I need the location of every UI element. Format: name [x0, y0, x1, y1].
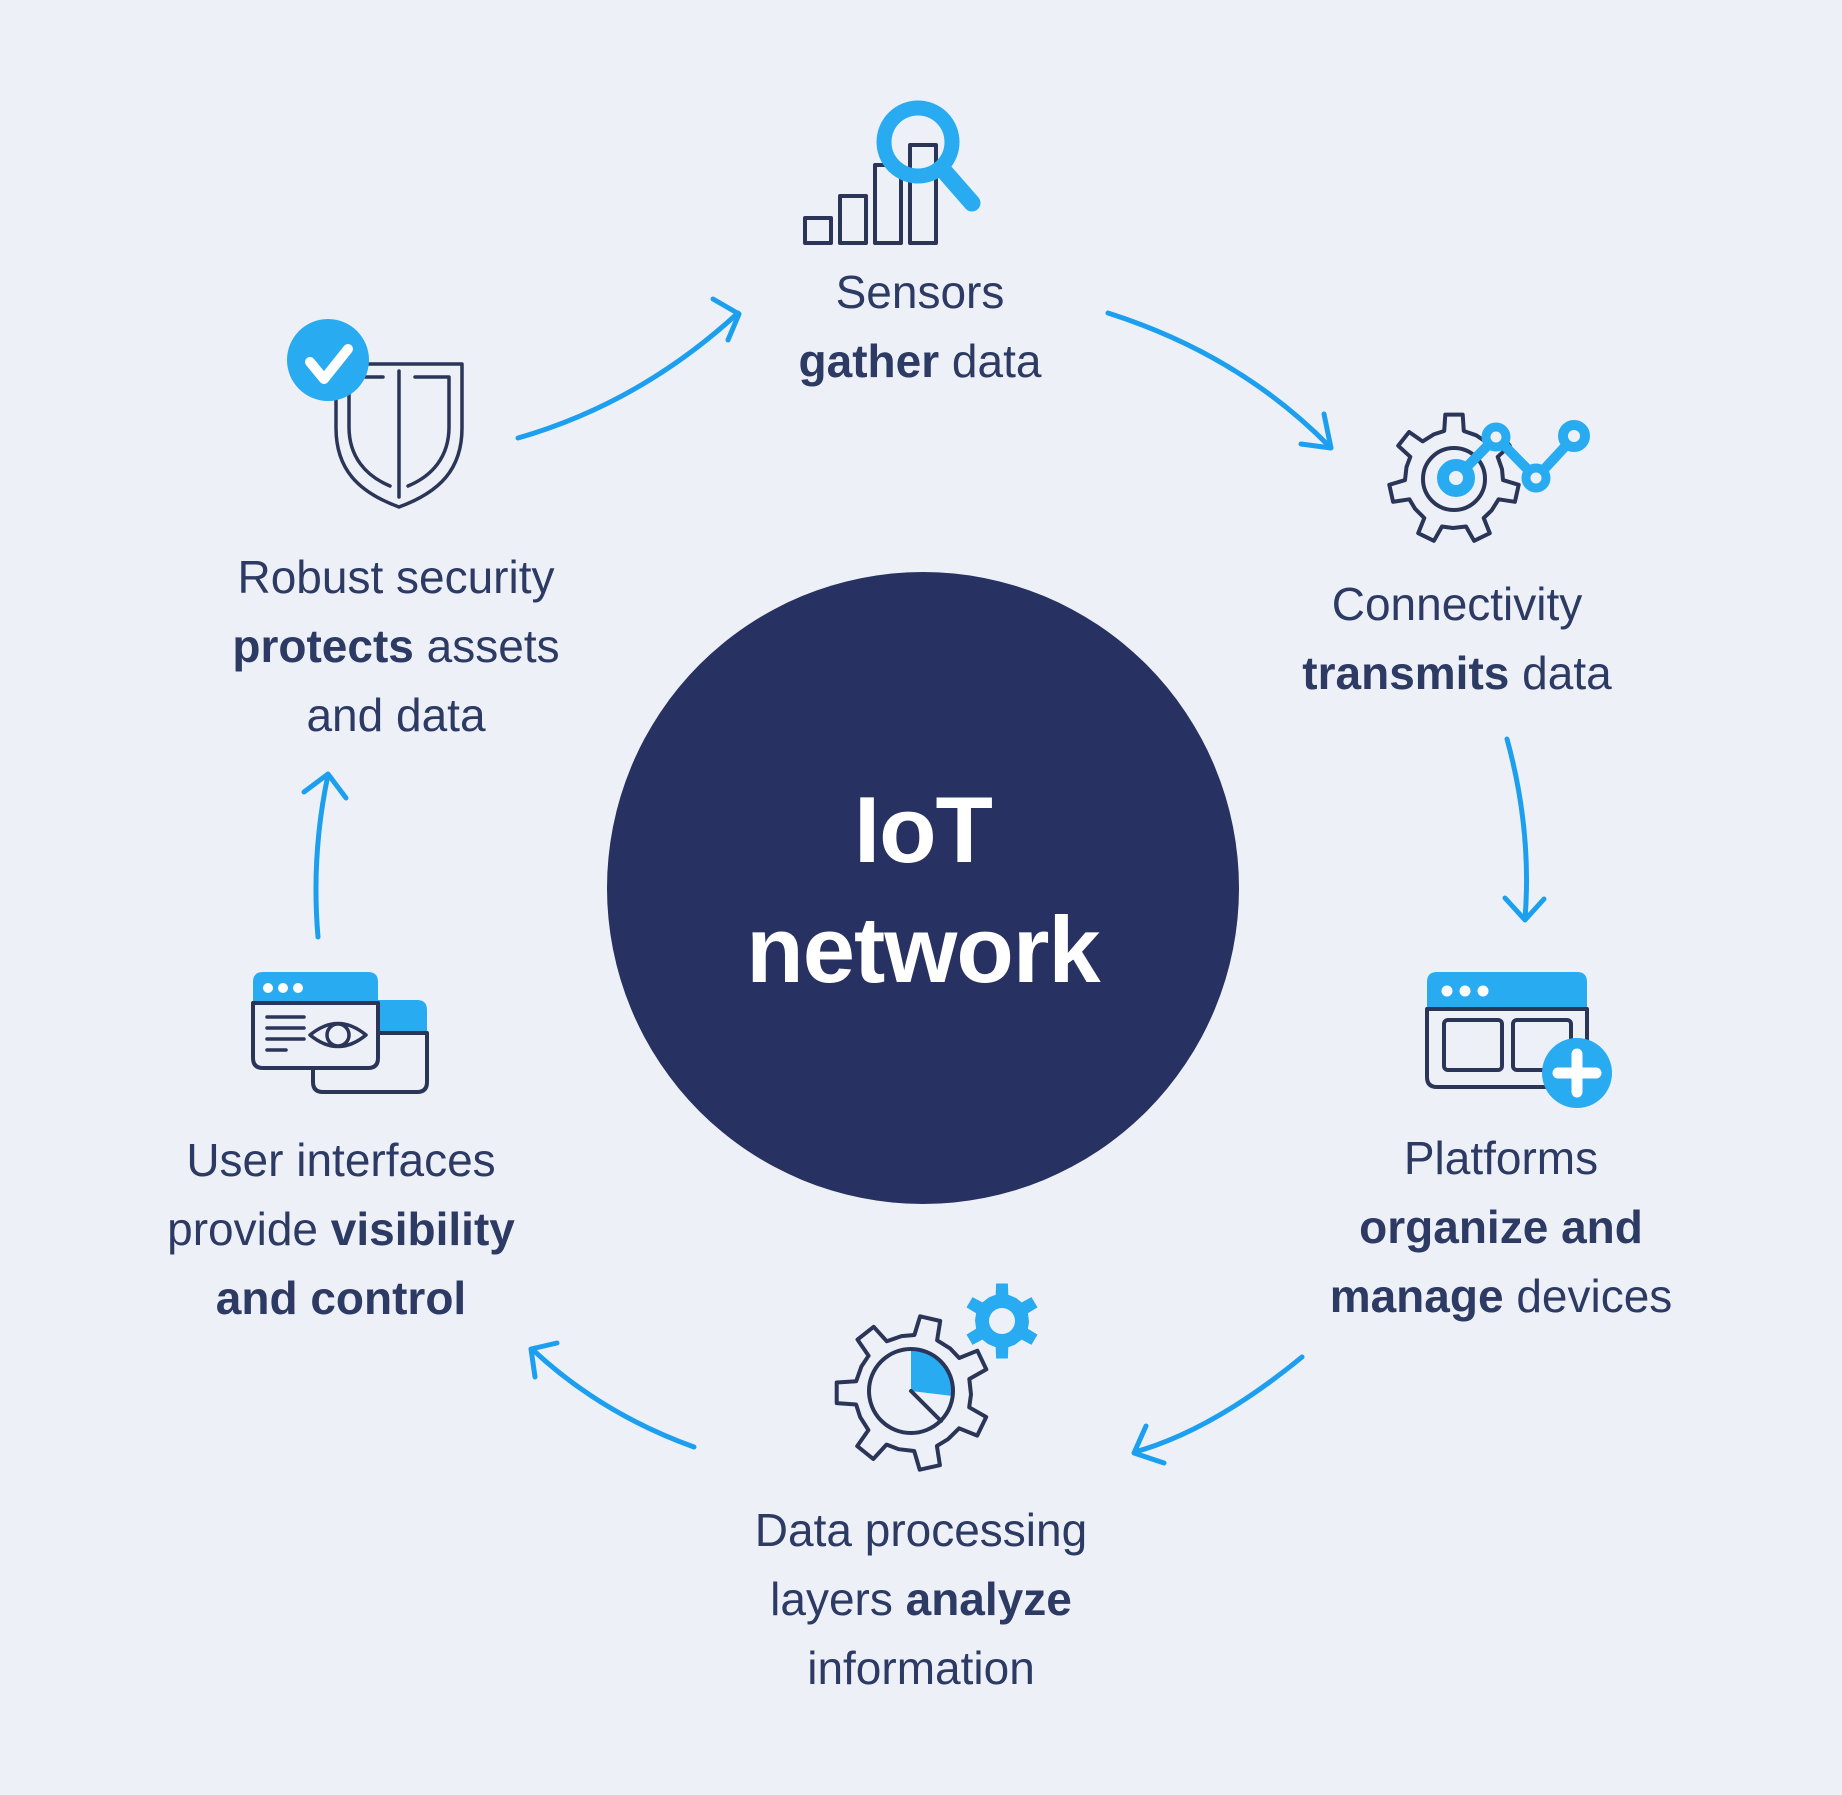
eye-icon: [308, 1021, 368, 1049]
label-sensors: Sensors gather data: [680, 258, 1160, 396]
magnifier-icon: [876, 100, 981, 212]
window-pane-left: [1442, 1018, 1504, 1072]
label-line: User interfaces: [186, 1134, 496, 1186]
pie-chart-icon: [867, 1347, 955, 1435]
connectivity-icon: [1387, 412, 1590, 543]
label-line: organize and: [1359, 1201, 1643, 1253]
check-badge-icon: [287, 319, 369, 401]
label-line: protects assets: [232, 620, 560, 672]
label-security: Robust security protects assets and data: [166, 543, 626, 750]
arrow-connectivity-to-platforms: [1502, 736, 1547, 923]
arrow-sensors-to-connectivity: [1105, 310, 1334, 451]
gear-icon: [834, 1314, 989, 1472]
window-header: [1427, 972, 1587, 1009]
arrow-data-processing-to-user-interfaces: [528, 1340, 697, 1450]
user-interfaces-icon: [251, 972, 429, 1094]
label-line: manage devices: [1329, 1270, 1673, 1322]
window-header: [253, 972, 378, 1003]
text-lines: [265, 1015, 306, 1052]
small-gear-icon: [966, 1283, 1038, 1359]
center-circle: [607, 572, 1239, 1204]
sensors-icon: [803, 100, 981, 245]
security-icon: [287, 319, 464, 509]
label-user-interfaces: User interfaces provide visibility and con…: [111, 1126, 571, 1333]
label-connectivity: Connectivity transmits data: [1237, 570, 1677, 708]
shield-icon: [334, 362, 464, 509]
label-line: Connectivity: [1331, 578, 1583, 630]
label-line: Robust security: [237, 551, 555, 603]
center-title: IoT network: [663, 770, 1183, 1010]
label-line: and control: [215, 1272, 467, 1324]
center-title-line1: IoT: [854, 777, 993, 882]
label-line: Data processing: [754, 1504, 1088, 1556]
label-line: transmits data: [1302, 647, 1612, 699]
label-data-processing: Data processing layers analyze information: [671, 1496, 1171, 1703]
data-processing-icon: [834, 1283, 1038, 1472]
label-line: gather data: [798, 335, 1042, 387]
label-line: information: [807, 1642, 1035, 1694]
front-window: [251, 972, 380, 1070]
arrow-platforms-to-data-processing: [1131, 1354, 1305, 1466]
label-line: and data: [306, 689, 486, 741]
label-line: provide visibility: [167, 1203, 515, 1255]
arrow-security-to-sensors: [515, 296, 742, 441]
label-line: Sensors: [835, 266, 1005, 318]
label-line: layers analyze: [770, 1573, 1072, 1625]
arrow-user-interfaces-to-security: [301, 771, 349, 940]
label-line: Platforms: [1403, 1132, 1599, 1184]
window-body: [251, 1001, 380, 1070]
network-nodes-icon: [1437, 420, 1590, 497]
window-dots-icon: [263, 983, 303, 993]
bar-chart-icon: [803, 143, 938, 245]
center-title-line2: network: [746, 897, 1100, 1002]
platforms-icon: [1425, 972, 1612, 1108]
add-badge-icon: [1542, 1038, 1612, 1108]
window-dots-icon: [1441, 985, 1489, 997]
label-platforms: Platforms organize and manage devices: [1281, 1124, 1721, 1331]
